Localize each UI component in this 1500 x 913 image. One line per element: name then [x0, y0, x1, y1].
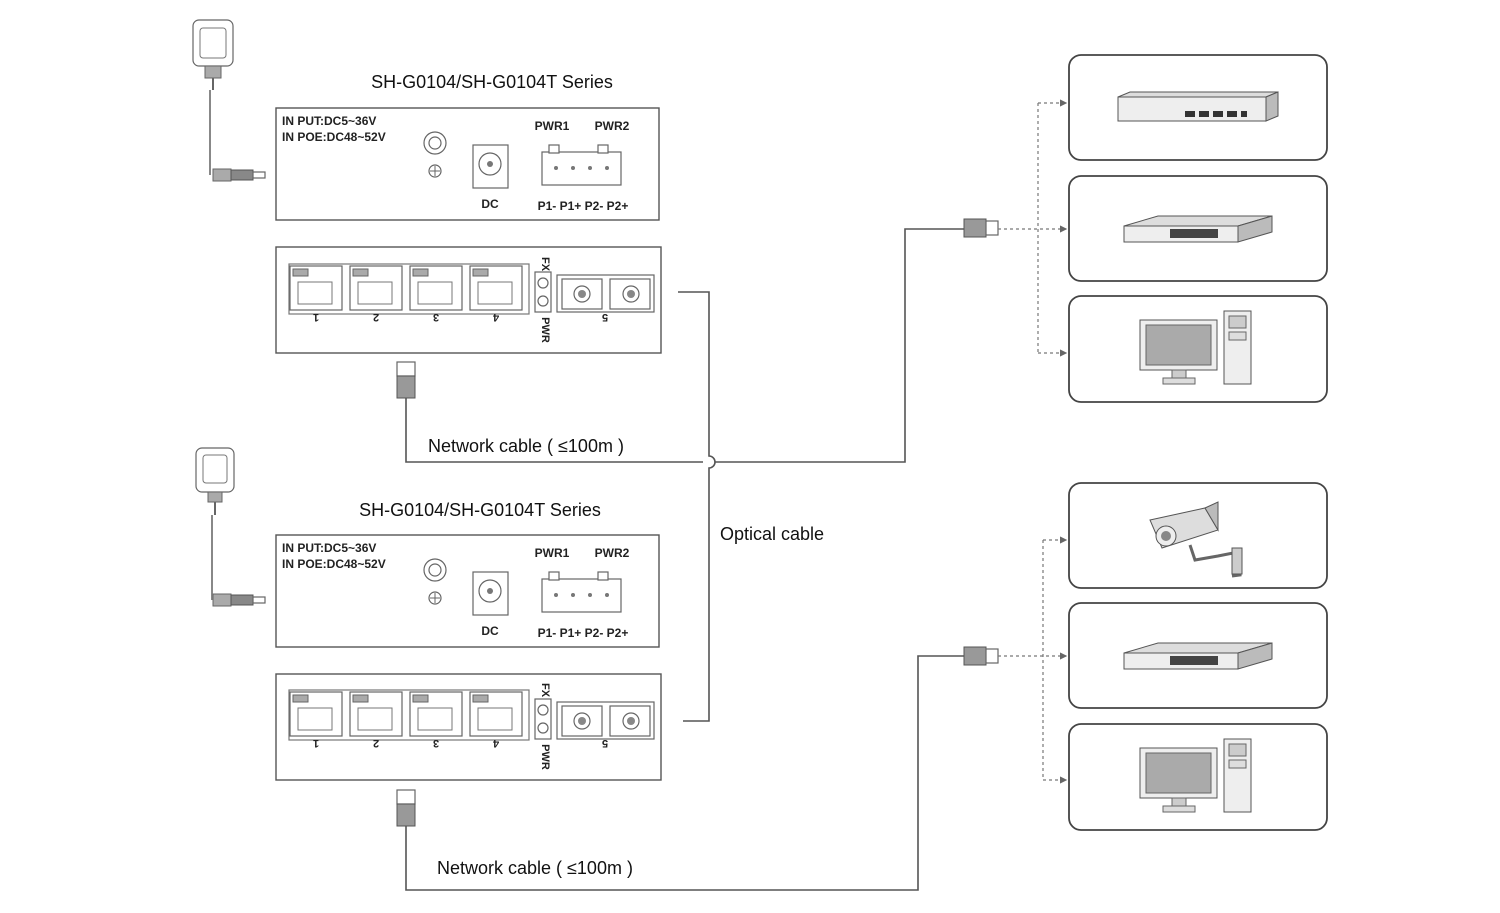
- input-voltage-label: IN PUT:DC5~36V: [282, 114, 376, 128]
- rj45-port-3: [409, 265, 463, 311]
- ground-screw-icon: [423, 558, 447, 605]
- port-1-label: 1: [313, 737, 319, 749]
- device-computer: [1068, 723, 1328, 831]
- network-cable-line-top: [405, 228, 965, 463]
- input-voltage-label: IN PUT:DC5~36V: [282, 541, 376, 555]
- pwr1-label: PWR1: [535, 119, 570, 133]
- switch-icon: [1123, 215, 1273, 243]
- router-icon: [1117, 91, 1279, 122]
- port-2-label: 2: [373, 311, 379, 323]
- dc-jack-icon: [472, 144, 509, 189]
- fiber-port-label: 5: [602, 737, 608, 749]
- poe-voltage-label: IN POE:DC48~52V: [282, 557, 386, 571]
- device-switch: [1068, 602, 1328, 709]
- dc-plug-icon: [212, 593, 266, 607]
- terminal-block-icon: [541, 144, 622, 186]
- rj45-port-2: [349, 265, 403, 311]
- fiber-port-label: 5: [602, 311, 608, 323]
- computer-icon: [1139, 738, 1252, 813]
- camera-icon: [1149, 501, 1243, 578]
- port-4-label: 4: [492, 311, 499, 323]
- fiber-port-icon: [556, 701, 655, 740]
- rj45-port-2: [349, 691, 403, 737]
- rj45-connector-icon: [963, 646, 999, 666]
- pwr2-label: PWR2: [595, 119, 630, 133]
- port-1-label: 1: [313, 311, 319, 323]
- led-indicators: [534, 271, 552, 313]
- device-computer: [1068, 295, 1328, 403]
- terminal-label: P1- P1+ P2- P2+: [538, 199, 629, 213]
- rj45-port-4: [469, 691, 523, 737]
- optical-cable-line: [678, 291, 716, 722]
- series-title: SH-G0104/SH-G0104T Series: [359, 500, 601, 520]
- fanout-bottom: [998, 536, 1068, 784]
- dc-label: DC: [481, 197, 499, 211]
- led-indicators: [534, 698, 552, 740]
- rj45-connector-icon: [963, 218, 999, 238]
- fx-led-label: FX: [539, 257, 551, 272]
- terminal-block-icon: [541, 571, 622, 613]
- ground-screw-icon: [423, 131, 447, 178]
- port-3-label: 3: [433, 737, 439, 749]
- rj45-port-4: [469, 265, 523, 311]
- computer-icon: [1139, 310, 1252, 385]
- network-cable-line-bottom: [405, 655, 965, 891]
- terminal-label: P1- P1+ P2- P2+: [538, 626, 629, 640]
- dc-label: DC: [481, 624, 499, 638]
- fiber-port-icon: [556, 274, 655, 313]
- power-adapter-icon: [195, 447, 235, 515]
- port-3-label: 3: [433, 311, 439, 323]
- pwr-led-label: PWR: [539, 317, 551, 343]
- pwr-led-label: PWR: [539, 744, 551, 770]
- fx-led-label: FX: [539, 683, 551, 698]
- port-2-label: 2: [373, 737, 379, 749]
- device-switch: [1068, 175, 1328, 282]
- device-camera: [1068, 482, 1328, 589]
- rj45-connector-icon: [396, 789, 416, 827]
- network-cable-label: Network cable ( ≤100m ): [437, 858, 633, 878]
- dc-plug-icon: [212, 168, 266, 182]
- rj45-port-1: [289, 691, 343, 737]
- pwr1-label: PWR1: [535, 546, 570, 560]
- pwr2-label: PWR2: [595, 546, 630, 560]
- optical-cable-label: Optical cable: [720, 524, 824, 544]
- rj45-connector-icon: [396, 361, 416, 399]
- dc-jack-icon: [472, 571, 509, 616]
- device-router: [1068, 54, 1328, 161]
- network-cable-label: Network cable ( ≤100m ): [428, 436, 624, 456]
- bottom-unit: SH-G0104/SH-G0104T Series IN PUT:DC5~36V…: [195, 447, 662, 878]
- rj45-port-3: [409, 691, 463, 737]
- rj45-port-1: [289, 265, 343, 311]
- switch-icon: [1123, 642, 1273, 670]
- top-unit: SH-G0104/SH-G0104T Series IN PUT:DC5~36V…: [192, 19, 662, 456]
- port-4-label: 4: [492, 737, 499, 749]
- poe-voltage-label: IN POE:DC48~52V: [282, 130, 386, 144]
- power-adapter-icon: [192, 19, 234, 90]
- series-title: SH-G0104/SH-G0104T Series: [371, 72, 613, 92]
- fanout-top: [998, 99, 1068, 357]
